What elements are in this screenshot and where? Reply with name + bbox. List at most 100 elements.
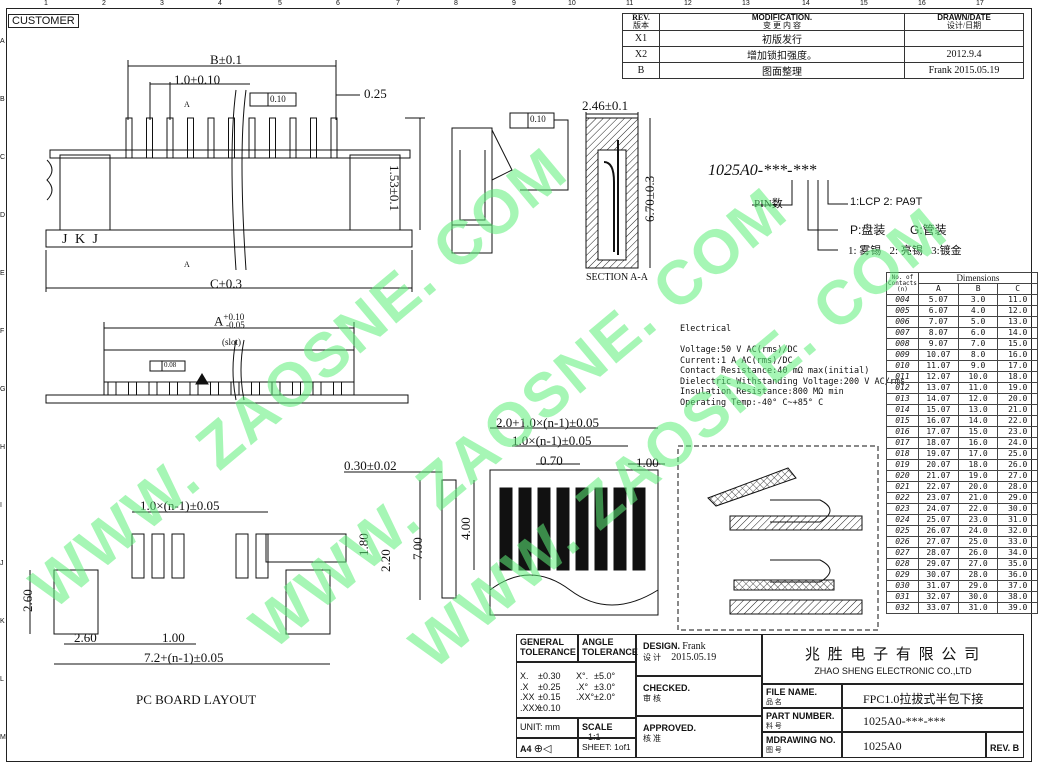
dim-table-pin-count: 010 — [886, 360, 919, 372]
dim-table-value: 23.07 — [917, 492, 959, 504]
dim-table-value: 18.07 — [917, 437, 959, 449]
pcb-total: 7.2+(n-1)±0.05 — [144, 650, 224, 665]
dim-100: 1.00 — [162, 630, 185, 645]
tolerance-value: ±0.25 — [538, 681, 561, 692]
checked-cell: CHECKED.审 核 — [636, 676, 762, 716]
ruler-mark: H — [0, 444, 6, 451]
dim-table-value: 8.07 — [917, 327, 959, 339]
drawing-no-label: MDRAWING NO.图 号 — [762, 732, 842, 758]
dim-table-value: 39.0 — [997, 602, 1038, 614]
pcb-pitch: 1.0×(n-1)±0.05 — [140, 498, 220, 513]
sheet-cell: SHEET: 1of1 — [578, 738, 636, 758]
dim-table-value: 17.0 — [997, 360, 1038, 372]
dim-table-value: 24.0 — [957, 525, 999, 537]
tolerance-value: .XX — [520, 692, 535, 702]
contact-pin — [228, 117, 235, 159]
contact-pin — [187, 117, 194, 159]
contact-pin — [128, 381, 137, 396]
dim-table-pin-count: 028 — [886, 558, 919, 570]
dim-table-value: 9.07 — [917, 338, 959, 350]
fpc-finger — [632, 487, 646, 571]
ruler-mark: 15 — [860, 0, 868, 7]
side-view — [451, 112, 569, 254]
electrical-line: Contact Resistance:40 mΩ max(initial) — [680, 366, 870, 376]
dim-table-value: 28.0 — [997, 481, 1038, 493]
dim-400: 4.00 — [458, 517, 473, 540]
design-cell: DESIGN. Frank 设 计 2015.05.19 — [636, 634, 762, 676]
dim-table-value: 21.07 — [917, 470, 959, 482]
fpc-layout — [344, 427, 665, 616]
dim-col-header: B — [957, 283, 999, 295]
dim-table-pin-count: 011 — [886, 371, 919, 383]
ruler-mark: F — [0, 328, 5, 335]
scale-cell: SCALE 1:1 — [578, 718, 636, 742]
dim-table-value: 15.07 — [917, 404, 959, 416]
dim-table-value: 27.07 — [917, 536, 959, 548]
dim-table-value: 15.0 — [997, 338, 1038, 350]
electrical-specs: Voltage:50 V AC(rms)/DC Current:1 A AC(r… — [680, 345, 905, 408]
ruler-mark: K — [0, 618, 5, 625]
electrical-line: Insulation Resistance:800 MΩ min — [680, 387, 844, 397]
dim-table-value: 32.07 — [917, 591, 959, 603]
contact-pin — [107, 381, 117, 396]
dim-153: 1.53±0.1 — [387, 165, 402, 212]
housing-marking: J K J — [62, 232, 101, 247]
dim-table-value: 13.0 — [997, 316, 1038, 328]
section-label: SECTION A-A — [586, 272, 648, 283]
dim-table-value: 6.0 — [957, 327, 999, 339]
file-name-value: FPC1.0拉拔式半包下接 — [842, 684, 1024, 708]
contact-pin — [251, 381, 260, 396]
dim-table-pin-count: 007 — [886, 327, 919, 339]
dim-table-value: 30.0 — [997, 503, 1038, 515]
drawing-no-value: 1025A0 — [842, 732, 986, 758]
ruler-mark: 2 — [102, 0, 106, 7]
ruler-mark: 13 — [742, 0, 750, 7]
dim-table-value: 25.0 — [997, 448, 1038, 460]
part-code-pin: PIN数 — [754, 198, 783, 210]
dim-table-value: 3.0 — [957, 294, 999, 306]
electrical-title: Electrical — [680, 324, 732, 334]
dim-a: A+0.10 — [214, 312, 245, 329]
dim-table-value: 21.0 — [957, 492, 999, 504]
pcb-title: PC BOARD LAYOUT — [136, 692, 257, 707]
dim-table-value: 10.07 — [917, 349, 959, 361]
dim-table-value: 33.0 — [997, 536, 1038, 548]
dim-025: 0.25 — [364, 86, 387, 101]
contact-pin — [207, 117, 215, 159]
contact-pin — [269, 117, 276, 159]
part-number-label: PART NUMBER.料 号 — [762, 708, 842, 732]
dim-table-value: 11.07 — [917, 360, 959, 372]
contact-pin — [310, 117, 317, 159]
flatness-010b: 0.10 — [530, 114, 546, 124]
dim-table-pin-count: 030 — [886, 580, 919, 592]
contact-pin — [248, 117, 256, 159]
dim-table-value: 25.0 — [957, 536, 999, 548]
contact-pin — [292, 381, 301, 396]
electrical-line: Current:1 A AC(rms)/DC — [680, 355, 793, 366]
dim-table-value: 22.0 — [997, 415, 1038, 427]
dim-table-value: 35.0 — [997, 558, 1038, 570]
dim-table-value: 26.07 — [917, 525, 959, 537]
dim-table-value: 27.0 — [957, 558, 999, 570]
dim-table-pin-count: 026 — [886, 536, 919, 548]
dim-table-value: 11.0 — [957, 382, 999, 394]
ruler-mark: I — [0, 502, 2, 509]
dim-table-value: 33.07 — [917, 602, 959, 614]
fpc-finger — [575, 487, 589, 571]
dim-table-pin-count: 031 — [886, 591, 919, 603]
ruler-mark: 1 — [44, 0, 48, 7]
dim-table-value: 4.0 — [957, 305, 999, 317]
dim-table-value: 28.0 — [957, 569, 999, 581]
